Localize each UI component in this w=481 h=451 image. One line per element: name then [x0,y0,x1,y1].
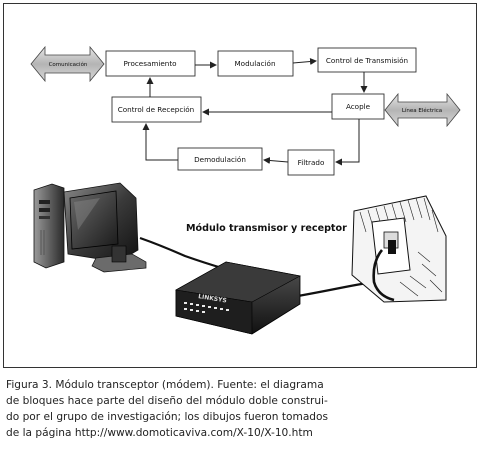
block-demodulacion-label: Demodulación [194,155,246,164]
block-control-recepcion-label: Control de Recepción [118,105,194,114]
flow-connectors [142,58,368,166]
arrow-demodulacion-to-control-recepcion [142,123,178,161]
arrow-filtrado-to-demodulacion [263,157,289,164]
communication-label: Comunicación [49,61,88,68]
figure-caption: Figura 3. Módulo transceptor (módem). Fu… [6,377,476,441]
communication-double-arrow: Comunicación [30,45,105,83]
block-procesamiento: Procesamiento [105,50,196,77]
block-modulacion: Modulación [217,50,294,77]
caption-line: de la página http://www.domoticaviva.com… [6,427,313,439]
caption-line: do por el grupo de investigación; los di… [6,411,329,423]
arrow-modulacion-to-control-transmision [292,58,317,66]
block-modulacion-label: Modulación [234,59,275,68]
block-acople: Acople [331,93,385,120]
module-title: Módulo transmisor y receptor [186,222,347,234]
block-filtrado: Filtrado [287,149,335,176]
power-line-double-arrow: Línea Eléctrica [384,92,461,128]
arrow-acople-to-filtrado [335,119,360,166]
modem-router-illustration: LINKSYS [175,261,301,335]
block-acople-label: Acople [346,102,371,111]
block-filtrado-label: Filtrado [298,158,325,167]
computer-to-modem-cable [139,236,223,270]
block-control-transmision: Control de Transmisión [317,47,417,73]
block-demodulacion: Demodulación [177,147,263,171]
block-control-recepcion: Control de Recepción [111,96,202,123]
power-line-label: Línea Eléctrica [402,107,442,114]
block-procesamiento-label: Procesamiento [123,59,176,68]
block-control-transmision-label: Control de Transmisión [326,56,408,65]
router-brand: LINKSYS [198,293,227,304]
wall-outlet-illustration [351,195,447,303]
caption-line: de bloques hace parte del diseño del mód… [6,395,328,407]
computer-illustration [33,182,147,273]
caption-line: Figura 3. Módulo transceptor (módem). Fu… [6,379,324,391]
